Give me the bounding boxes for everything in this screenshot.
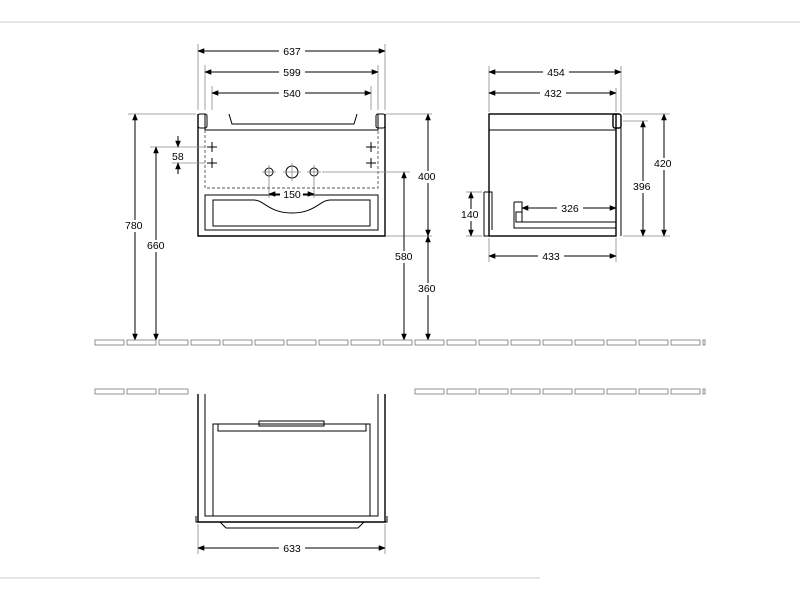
floor-segment <box>190 339 221 346</box>
floor-segment <box>638 388 669 395</box>
dim-side-height-inner: 396 <box>633 181 651 193</box>
front-drawer-outline <box>204 194 379 231</box>
plan-basin-outline <box>212 423 371 517</box>
floor-segment <box>478 339 509 346</box>
dim-side-height-total: 420 <box>654 158 672 170</box>
floor-segment <box>414 339 445 346</box>
floor-segment <box>606 388 637 395</box>
floor-line-upper <box>94 339 706 346</box>
right-top-bracket <box>375 113 386 129</box>
floor-segment <box>702 388 706 395</box>
front-drawer-panel <box>212 199 371 227</box>
dim-hole-offset: 58 <box>172 151 184 163</box>
dim-drawer-depth: 326 <box>561 203 579 215</box>
floor-segment <box>126 388 157 395</box>
plan-handle <box>258 420 325 427</box>
dim-overall-width: 637 <box>283 46 301 58</box>
floor-segment <box>574 388 605 395</box>
floor-segment <box>382 339 413 346</box>
dim-side-depth-inner: 432 <box>544 88 562 100</box>
floor-segment <box>478 388 509 395</box>
tap-holes <box>262 163 321 181</box>
floor-segment <box>222 339 253 346</box>
floor-segment <box>158 339 189 346</box>
dim-handle-width: 540 <box>283 88 301 100</box>
floor-line-lower <box>94 388 706 395</box>
side-view: 454 432 420 396 140 326 433 <box>460 66 675 263</box>
dim-floor-to-top: 780 <box>125 220 143 232</box>
dim-front-height: 400 <box>418 171 436 183</box>
floor-segment <box>94 339 125 346</box>
floor-segment <box>94 388 125 395</box>
floor-segment <box>510 339 541 346</box>
side-wall-bracket <box>612 113 622 129</box>
front-view: 637 599 540 58 150 780 660 <box>124 44 439 341</box>
dim-floor-to-bottom: 580 <box>395 251 413 263</box>
floor-segment <box>254 339 285 346</box>
mounting-marks-right <box>366 142 376 168</box>
floor-segment <box>126 339 157 346</box>
plan-view: 633 <box>195 394 388 555</box>
floor-segment <box>158 388 189 395</box>
front-handle-recess <box>228 113 358 125</box>
floor-segment <box>446 339 477 346</box>
plan-front-edge <box>195 516 388 529</box>
left-top-bracket <box>197 113 208 129</box>
dim-side-depth-bottom: 433 <box>542 251 560 263</box>
floor-segment <box>446 388 477 395</box>
dim-floor-gap: 360 <box>418 283 436 295</box>
side-cabinet-outline <box>488 113 617 237</box>
floor-segment <box>574 339 605 346</box>
dim-hole-spacing: 150 <box>283 189 301 201</box>
floor-segment <box>702 339 706 346</box>
side-drawer-outline <box>483 191 493 237</box>
front-basin-outline <box>204 130 379 189</box>
floor-segment <box>286 339 317 346</box>
floor-segment <box>318 339 349 346</box>
floor-segment <box>670 339 701 346</box>
floor-segment <box>606 339 637 346</box>
floor-segment <box>638 339 669 346</box>
plan-cabinet-outline <box>197 394 386 523</box>
dim-side-depth-total: 454 <box>547 67 565 79</box>
dim-drawer-height: 140 <box>461 209 479 221</box>
floor-segment <box>542 388 573 395</box>
dim-floor-to-holes: 660 <box>147 240 165 252</box>
floor-segment <box>414 388 445 395</box>
floor-segment <box>510 388 541 395</box>
floor-segment <box>542 339 573 346</box>
front-top-edge <box>204 114 379 131</box>
dim-inner-width: 599 <box>283 67 301 79</box>
dim-plan-width: 633 <box>283 543 301 555</box>
front-cabinet-outline <box>197 114 386 237</box>
floor-segment <box>350 339 381 346</box>
floor-segment <box>670 388 701 395</box>
mounting-marks-left <box>207 142 217 168</box>
